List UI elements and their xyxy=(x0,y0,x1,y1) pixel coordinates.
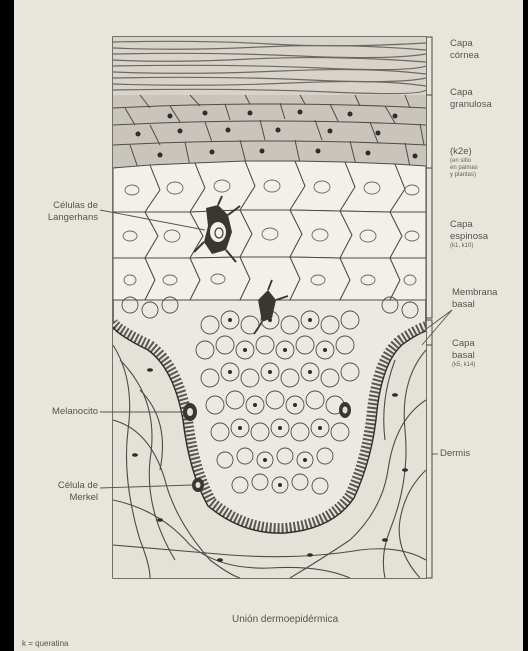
label-langerhans-line2: Langerhans xyxy=(30,212,98,224)
stratum-spinosum xyxy=(113,161,426,300)
label-capa-espinosa-line2: espinosa xyxy=(450,231,488,243)
merkel-cell xyxy=(192,478,204,492)
label-k2e-note-line1: (en sitio xyxy=(450,158,478,165)
label-capa-basal: Capa basal (k5, k14) xyxy=(452,338,475,369)
footnote: k = queratina xyxy=(22,638,68,650)
label-capa-espinosa-line1: Capa xyxy=(450,219,488,231)
label-capa-granulosa-line2: granulosa xyxy=(450,99,492,111)
label-k2e-note-line3: y plantas) xyxy=(450,172,478,179)
stratum-granulosum xyxy=(113,95,426,170)
label-capa-cornea-line1: Capa xyxy=(450,38,479,50)
label-membrana-basal: Membrana basal xyxy=(452,287,497,311)
label-dermis: Dermis xyxy=(440,448,470,460)
layer-brackets xyxy=(426,37,432,578)
label-k2e-text: (k2e) xyxy=(450,146,478,158)
label-merkel: Célula de Merkel xyxy=(30,480,98,504)
label-capa-cornea: Capa córnea xyxy=(450,38,479,62)
label-langerhans: Células de Langerhans xyxy=(30,200,98,224)
label-capa-basal-line2: basal xyxy=(452,350,475,362)
label-capa-granulosa-line1: Capa xyxy=(450,87,492,99)
stratum-corneum xyxy=(113,37,426,95)
label-membrana-basal-line2: basal xyxy=(452,299,497,311)
label-capa-espinosa-keratin: (k1, k10) xyxy=(450,243,488,250)
label-merkel-line2: Merkel xyxy=(30,492,98,504)
label-melanocito-text: Melanocito xyxy=(52,406,98,417)
label-k2e-note-line2: en palmas xyxy=(450,165,478,172)
label-langerhans-line1: Células de xyxy=(30,200,98,212)
label-capa-granulosa: Capa granulosa xyxy=(450,87,492,111)
label-k2e: (k2e) (en sitio en palmas y plantas) xyxy=(450,146,478,179)
label-dermis-text: Dermis xyxy=(440,448,470,459)
label-melanocito: Melanocito xyxy=(26,406,98,418)
label-capa-basal-keratin: (k5, k14) xyxy=(452,362,475,369)
label-merkel-line1: Célula de xyxy=(30,480,98,492)
label-capa-espinosa: Capa espinosa (k1, k10) xyxy=(450,219,488,250)
label-membrana-basal-line1: Membrana xyxy=(452,287,497,299)
caption: Unión dermoepidérmica xyxy=(232,614,338,626)
label-capa-basal-line1: Capa xyxy=(452,338,475,350)
footnote-text: k = queratina xyxy=(22,639,68,648)
label-capa-cornea-line2: córnea xyxy=(450,50,479,62)
caption-text: Unión dermoepidérmica xyxy=(232,614,338,625)
